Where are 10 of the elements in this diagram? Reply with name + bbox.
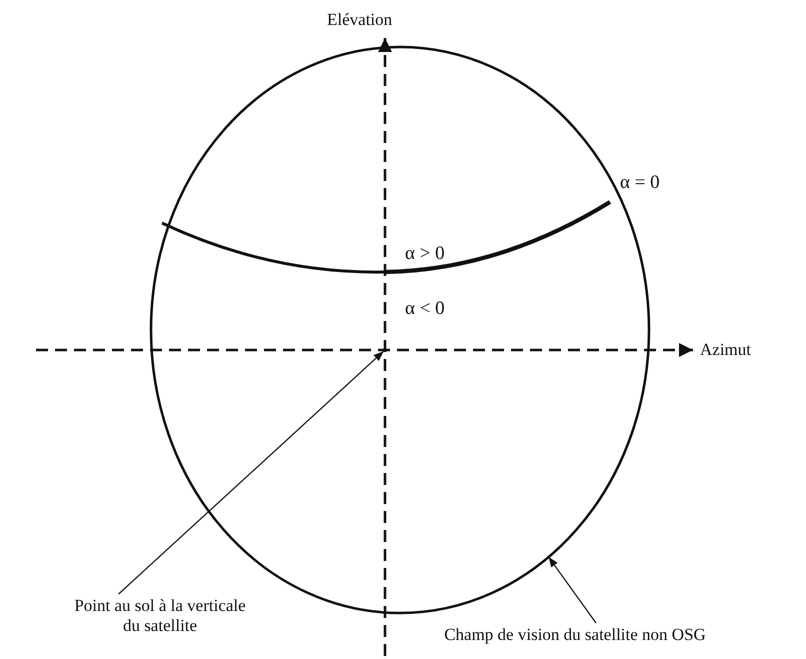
boundary-label: α = 0: [620, 172, 660, 195]
axis-label: Azimut: [700, 340, 751, 360]
region-label: α < 0: [405, 298, 445, 321]
region-label: α > 0: [405, 243, 445, 266]
ground-point: [383, 348, 387, 352]
callout-text: Point au sol à la verticale du satellite: [73, 596, 247, 637]
callout-text: Champ de vision du satellite non OSG: [443, 625, 707, 646]
leader-line: [118, 350, 384, 594]
axis-label: Elévation: [327, 10, 392, 30]
leader-line: [548, 556, 596, 624]
